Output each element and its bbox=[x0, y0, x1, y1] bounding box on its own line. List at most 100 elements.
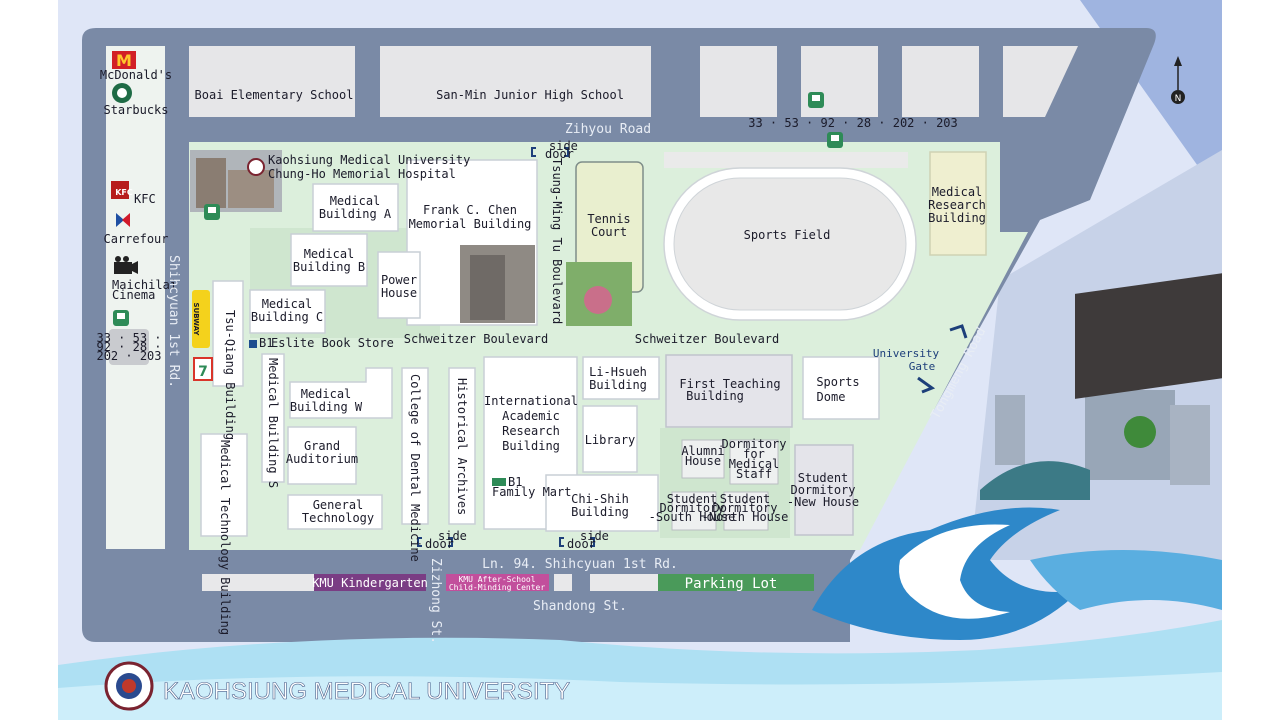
label-cinema-1: Maichilai bbox=[112, 278, 177, 292]
student-dormitory-south bbox=[671, 491, 717, 531]
label-iarb-1: International bbox=[484, 394, 578, 408]
sports-dome bbox=[802, 356, 880, 420]
carrefour-icon-red bbox=[122, 213, 130, 227]
kmu-kindergarten bbox=[314, 574, 426, 591]
label-lihsueh-2: Building bbox=[589, 378, 647, 392]
label-grand-2: Auditorium bbox=[286, 452, 358, 466]
label-chen-1: Frank C. Chen bbox=[423, 203, 517, 217]
label-kindergarten: KMU Kindergarten bbox=[312, 576, 428, 590]
label-dormstaff-3: Medical bbox=[729, 457, 780, 471]
label-familymart-b1: B1 bbox=[508, 475, 522, 489]
side-door-bottom-left-bracket bbox=[417, 537, 422, 547]
label-gate-1: University bbox=[873, 347, 940, 360]
medical-research-building bbox=[929, 151, 987, 256]
label-side-door-br-2: door bbox=[567, 537, 596, 551]
label-tennis-1: Tennis bbox=[587, 212, 630, 226]
road-schweitzer-east: Schweitzer Boulevard bbox=[635, 332, 780, 346]
label-alumni-2: House bbox=[685, 454, 721, 468]
label-medtech: Medical Technology Building bbox=[218, 440, 232, 635]
compass-circle bbox=[1171, 90, 1185, 104]
wave-front bbox=[58, 672, 1222, 720]
carrefour-icon bbox=[116, 213, 124, 227]
label-dental: College of Dental Medicine bbox=[408, 374, 422, 562]
bus-stop-icon-top-2-window bbox=[831, 135, 839, 141]
label-dormnew-3: -New House bbox=[787, 495, 859, 509]
field-bleachers bbox=[664, 152, 908, 168]
bus-stop-icon-top-window bbox=[812, 95, 820, 101]
medical-building-b bbox=[290, 233, 368, 287]
label-mcdonalds: McDonald's bbox=[100, 68, 172, 82]
photo-dome bbox=[980, 461, 1090, 500]
label-sports-field: Sports Field bbox=[744, 228, 831, 242]
label-dormsouth-2: Dormitory bbox=[659, 501, 724, 515]
photo-gate-wall bbox=[1075, 273, 1222, 399]
medical-technology-building bbox=[200, 433, 248, 537]
label-grand-1: Grand bbox=[304, 439, 340, 453]
label-hospital-1: Kaohsiung Medical University bbox=[268, 153, 470, 167]
hospital-photo-wing bbox=[228, 170, 274, 208]
photo-palm bbox=[1124, 416, 1156, 448]
label-power-1: Power bbox=[381, 273, 417, 287]
label-side-door-top-1: side bbox=[549, 139, 578, 153]
label-dormnew-1: Student bbox=[798, 471, 849, 485]
block-bottom-2 bbox=[554, 574, 572, 591]
road-schweitzer-west: Schweitzer Boulevard bbox=[404, 332, 549, 346]
label-side-door-bl-1: side bbox=[438, 529, 467, 543]
label-bus-left-2: 92 · 28 · bbox=[96, 340, 161, 354]
li-hsueh-building bbox=[582, 356, 660, 400]
block-bottom-1 bbox=[202, 574, 314, 591]
label-alumni-1: Alumni bbox=[681, 444, 724, 458]
familymart-icon bbox=[492, 478, 506, 486]
block-top-1 bbox=[700, 46, 777, 117]
shops-strip bbox=[106, 46, 165, 549]
label-first-1: First Teaching bbox=[679, 377, 780, 391]
label-first-2: Building bbox=[686, 389, 744, 403]
label-med-a-1: Medical bbox=[330, 194, 381, 208]
cinema-icon bbox=[114, 262, 132, 274]
alumni-house bbox=[681, 439, 725, 479]
label-side-door-top-2: door bbox=[545, 147, 574, 161]
library bbox=[582, 405, 638, 473]
kmu-after-school-center bbox=[446, 574, 549, 591]
label-power-2: House bbox=[381, 286, 417, 300]
label-dormstaff-4: Staff bbox=[736, 467, 772, 481]
chi-shih-building bbox=[545, 474, 659, 532]
gate-bracket-bottom bbox=[917, 376, 936, 394]
label-med-w-1: Medical bbox=[301, 387, 352, 401]
road-zizhong: Zizhong St. bbox=[428, 558, 443, 644]
seven-logo-text: 7 bbox=[198, 364, 208, 380]
label-cinema-2: Cinema bbox=[112, 288, 155, 302]
kmu-logo-small bbox=[247, 158, 265, 176]
block-top-4 bbox=[1003, 46, 1078, 117]
labels: Boai Elementary School San-Min Junior Hi… bbox=[96, 68, 989, 705]
label-eslite-b1: B1 bbox=[259, 336, 273, 350]
label-med-b-1: Medical bbox=[304, 247, 355, 261]
label-historical: Historical Archives bbox=[455, 378, 469, 515]
page-title: KAOHSIUNG MEDICAL UNIVERSITY bbox=[163, 678, 570, 705]
label-dormstaff-2: for bbox=[743, 447, 765, 461]
label-dormstaff-1: Dormitory bbox=[721, 437, 786, 451]
label-side-door-br-1: side bbox=[580, 529, 609, 543]
hospital-photo-tower bbox=[196, 158, 226, 208]
eslite-icon bbox=[249, 340, 257, 348]
label-hospital-2: Chung-Ho Memorial Hospital bbox=[268, 167, 456, 181]
student-dormitory-north bbox=[723, 491, 769, 531]
compass-label: N bbox=[1175, 94, 1182, 104]
label-dome-1: Sports bbox=[816, 375, 859, 389]
label-gentech-2: Technology bbox=[302, 511, 374, 525]
side-door-bottom-left-bracket-r bbox=[448, 537, 453, 547]
label-sanmin: San-Min Junior High School bbox=[436, 88, 624, 102]
medical-building-s bbox=[261, 353, 285, 483]
dormitory-medical-staff bbox=[729, 439, 779, 485]
label-dormnorth-2: Dormitory bbox=[712, 501, 777, 515]
label-mrb-3: Building bbox=[928, 211, 986, 225]
bus-routes-left-badge bbox=[109, 329, 149, 365]
label-afterschool-1: KMU After-School bbox=[458, 575, 535, 584]
label-familymart: Family Mart bbox=[492, 485, 571, 499]
block-bottom-3 bbox=[590, 574, 658, 591]
photo-tower-3 bbox=[995, 395, 1025, 465]
kmu-logo-core bbox=[122, 679, 136, 693]
starbucks-icon-inner bbox=[117, 88, 127, 98]
